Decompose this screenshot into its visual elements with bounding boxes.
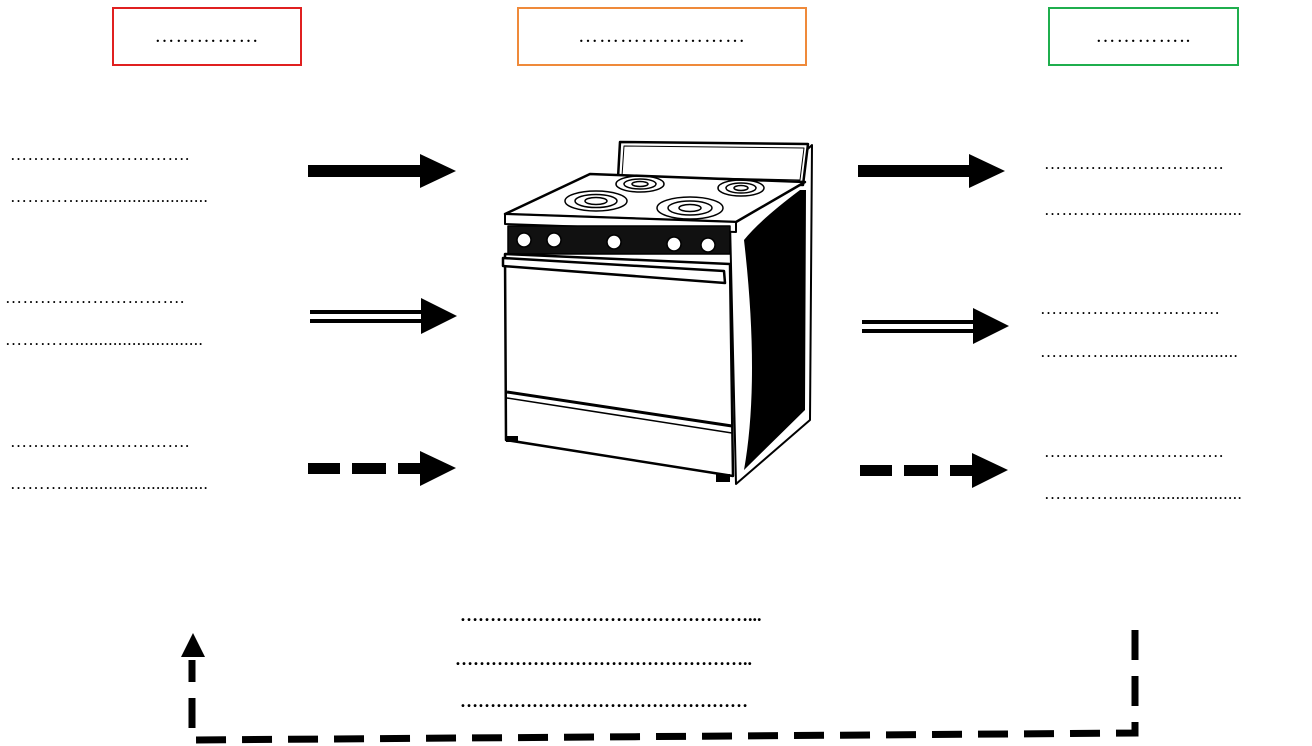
header-box-output: ………….. <box>1048 7 1239 66</box>
left-input-2-line1: …………………………. <box>5 288 185 307</box>
feedback-arrowhead <box>181 633 205 657</box>
right-output-1-line2: …………........................... <box>1044 200 1243 219</box>
feedback-line-2: ………………………………………….. <box>455 649 752 669</box>
left-arrow-solid <box>308 154 456 188</box>
header-box-process: …………………… <box>517 7 807 66</box>
left-arrow-dashed <box>308 451 456 486</box>
stove-burners <box>564 175 765 220</box>
left-arrow-double <box>310 298 457 334</box>
right-output-1-line1: …………………………. <box>1044 154 1224 173</box>
right-output-3-line2: …………........................... <box>1044 484 1243 503</box>
stove-illustration <box>501 140 813 485</box>
right-output-3-line1: …………………………. <box>1044 442 1224 461</box>
stove-knobs <box>516 232 716 253</box>
left-input-3-line2: …………........................... <box>10 474 209 493</box>
right-arrow-solid <box>858 154 1005 188</box>
right-output-2-line1: …………………………. <box>1040 299 1220 318</box>
left-input-1-line2: …………........................... <box>10 187 209 206</box>
right-arrow-dashed <box>860 453 1008 488</box>
header-box-input: …………… <box>112 7 302 66</box>
left-input-1-line1: …………………………. <box>10 145 190 164</box>
left-input-2-line2: …………........................... <box>5 330 204 349</box>
right-arrow-double <box>862 308 1009 344</box>
right-output-2-line2: …………........................... <box>1040 342 1239 361</box>
feedback-line-1: …………………………………………... <box>460 605 762 625</box>
left-input-3-line1: …………………………. <box>10 432 190 451</box>
feedback-loop-arrow <box>188 630 1139 744</box>
feedback-line-3: ………………………………………… <box>460 691 748 711</box>
